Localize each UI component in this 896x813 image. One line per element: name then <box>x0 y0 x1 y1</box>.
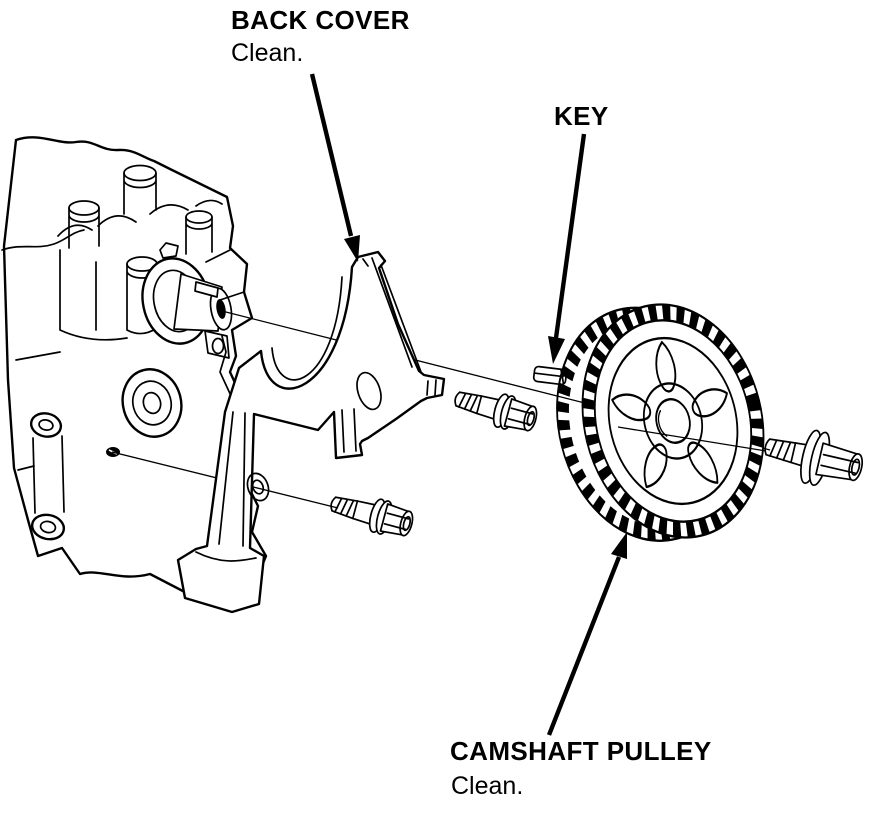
back-cover-note: Clean. <box>231 39 304 67</box>
camshaft-pulley-note: Clean. <box>451 772 524 800</box>
camshaft-pulley-label: CAMSHAFT PULLEY <box>450 736 712 766</box>
engine-block-drawing <box>1 136 268 604</box>
back-cover-label: BACK COVER <box>231 5 410 35</box>
back-cover-arrow <box>309 73 360 262</box>
camshaft-pulley-arrow <box>546 532 627 736</box>
bolt-lower-drawing <box>326 486 417 543</box>
camshaft-pulley-drawing <box>556 303 765 542</box>
key-label: KEY <box>554 101 609 131</box>
back-cover-drawing <box>176 250 446 614</box>
woodruff-key-drawing <box>532 365 568 386</box>
assembly-axis-line-through-pulley <box>617 426 767 452</box>
pulley-bolt-washer-drawing <box>764 429 864 487</box>
key-arrow <box>548 133 587 364</box>
bolt-upper-drawing <box>450 381 541 438</box>
